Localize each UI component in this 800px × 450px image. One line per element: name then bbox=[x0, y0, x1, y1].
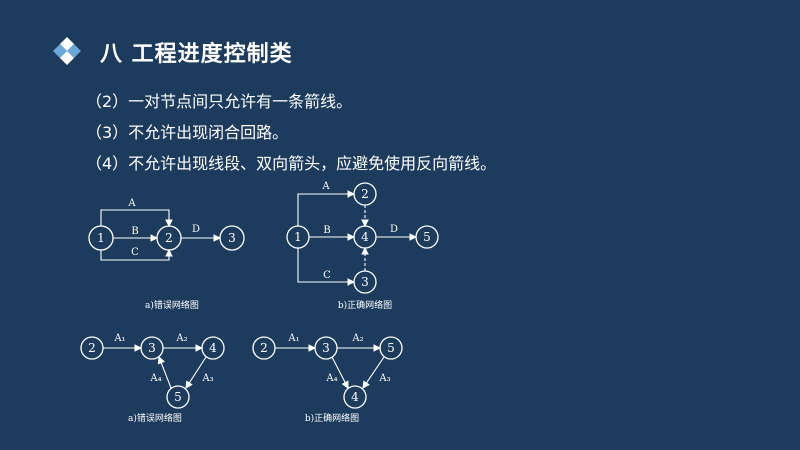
edge-b-label: B bbox=[323, 225, 330, 236]
node-2-label: 2 bbox=[165, 231, 173, 245]
node-3-label: 3 bbox=[228, 231, 236, 245]
edge-c-label: C bbox=[131, 247, 139, 258]
edge-a bbox=[297, 190, 356, 226]
node-3-label: 3 bbox=[322, 341, 330, 355]
edge-a-label: A bbox=[127, 198, 136, 209]
edge-a4 bbox=[331, 356, 349, 389]
node-4 bbox=[343, 385, 367, 409]
edge-d-label: D bbox=[192, 224, 200, 235]
node-1-label: 1 bbox=[294, 230, 302, 244]
diagram-correct-no-loop: 2 3 5 4 A₁ A₂ A₄ A₃ b)正确网络图 bbox=[252, 333, 403, 424]
edge-a4-label: A₄ bbox=[149, 373, 161, 384]
diagram-correct-dummy-arrows: 1 2 4 5 3 A B C D b)正确网络图 bbox=[286, 181, 439, 311]
caption-d: b)正确网络图 bbox=[305, 412, 359, 424]
edge-a1-label: A₁ bbox=[113, 333, 125, 344]
node-3-label: 3 bbox=[361, 275, 369, 289]
edge-b-label: B bbox=[131, 226, 138, 237]
edge-a2-label: A₂ bbox=[175, 333, 187, 344]
node-5-label: 5 bbox=[423, 230, 431, 244]
node-3-label: 3 bbox=[148, 341, 156, 355]
edge-c bbox=[100, 248, 173, 261]
edge-a1-label: A₁ bbox=[287, 333, 299, 344]
caption-b: b)正确网络图 bbox=[338, 299, 392, 311]
node-5 bbox=[166, 385, 190, 409]
edge-c-label: C bbox=[323, 270, 331, 281]
edge-a3 bbox=[185, 356, 207, 389]
rule-3: （3）不允许出现闭合回路。 bbox=[86, 123, 289, 142]
node-4-label: 4 bbox=[351, 390, 359, 404]
edge-a2-label: A₂ bbox=[351, 333, 363, 344]
edge-a4-label: A₄ bbox=[325, 373, 337, 384]
diagram-wrong-parallel-arrows: 1 2 3 A B C D a)错误网络图 bbox=[88, 198, 245, 311]
rules-list: （2）一对节点间只允许有一条箭线。 （3）不允许出现闭合回路。 （4）不允许出现… bbox=[86, 86, 496, 179]
rule-2: （2）一对节点间只允许有一条箭线。 bbox=[86, 92, 353, 111]
node-5-label: 5 bbox=[174, 390, 182, 404]
rule-4: （4）不允许出现线段、双向箭头，应避免使用反向箭线。 bbox=[86, 154, 497, 173]
diagram-wrong-closed-loop: 2 3 4 5 A₁ A₂ A₄ A₃ a)错误网络图 bbox=[80, 333, 225, 424]
edge-a4 bbox=[157, 355, 172, 389]
caption-c: a)错误网络图 bbox=[128, 412, 182, 424]
logo-diamond-icon bbox=[53, 37, 81, 65]
edge-a3 bbox=[362, 356, 385, 389]
slide-title: 八 工程进度控制类 bbox=[100, 42, 293, 67]
caption-a: a)错误网络图 bbox=[145, 299, 199, 311]
node-4-label: 4 bbox=[209, 341, 217, 355]
edge-a-label: A bbox=[321, 181, 330, 192]
edge-a bbox=[100, 209, 173, 228]
node-2-label: 2 bbox=[361, 187, 369, 201]
node-4-label: 4 bbox=[361, 230, 369, 244]
edge-d-label: D bbox=[390, 224, 398, 235]
edge-c bbox=[297, 248, 356, 286]
edge-a3-label: A₃ bbox=[201, 373, 213, 384]
node-2-label: 2 bbox=[88, 341, 96, 355]
node-1-label: 1 bbox=[97, 231, 105, 245]
edge-a3-label: A₃ bbox=[378, 373, 390, 384]
node-5-label: 5 bbox=[387, 341, 395, 355]
node-2-label: 2 bbox=[260, 341, 268, 355]
